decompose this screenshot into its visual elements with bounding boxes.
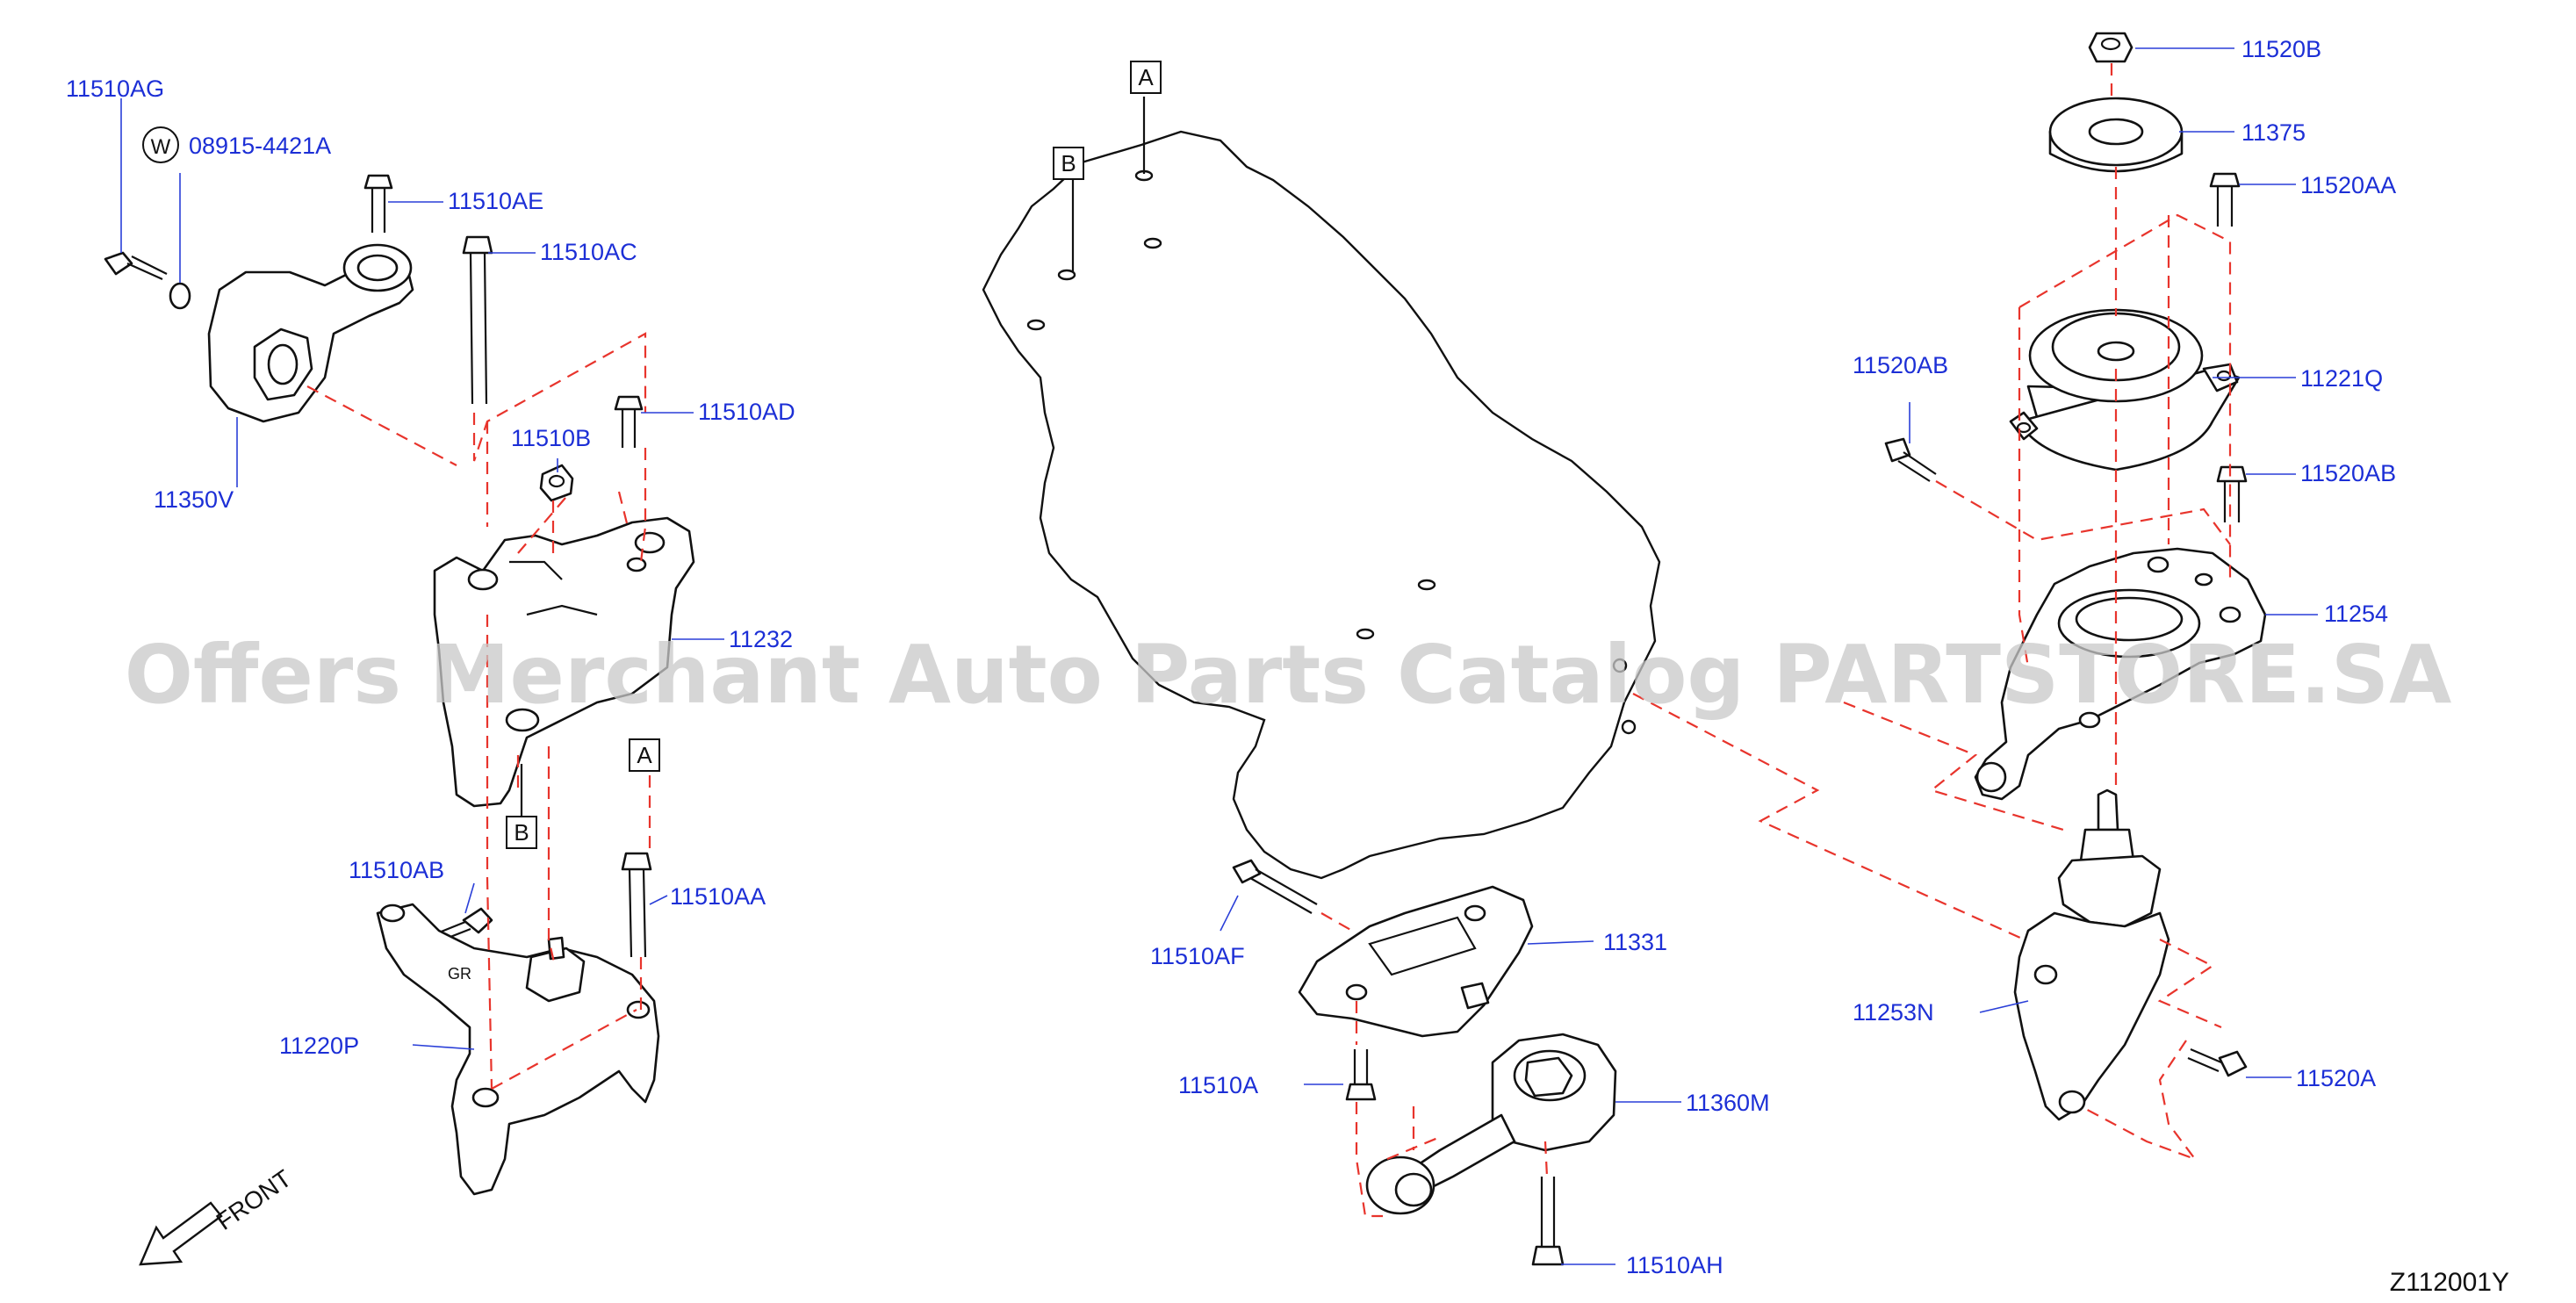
label-11253n: 11253N <box>1853 999 1934 1026</box>
left-leaders <box>120 98 724 1050</box>
ref-letter-b-top: B <box>1061 150 1076 176</box>
nut-11520b <box>2088 32 2133 63</box>
left-assembly-lines <box>306 332 651 1090</box>
svg-text:GR: GR <box>448 965 471 983</box>
watermark: Offers Merchant Auto Parts Catalog PARTS… <box>125 628 2452 722</box>
ref-box-b-top <box>1053 147 1084 180</box>
bolt-11510ad <box>614 395 644 448</box>
label-11221q: 11221Q <box>2300 365 2383 392</box>
ref-letter-b-left: B <box>514 819 529 846</box>
ref-letter-a-left: A <box>637 742 652 768</box>
label-11510aa: 11510AA <box>670 883 766 910</box>
label-11520b: 11520B <box>2241 36 2321 62</box>
washer-11375 <box>2048 97 2184 173</box>
label-11510ag: 11510AG <box>66 76 164 102</box>
washer-symbol: W <box>151 135 171 159</box>
label-11232: 11232 <box>729 626 793 652</box>
label-11510b: 11510B <box>511 425 591 451</box>
bracket-11254 <box>1974 547 2267 801</box>
bolt-11520ab-right <box>2216 465 2248 522</box>
mount-11220p: GR <box>376 903 660 1196</box>
diagram-code: Z112001Y <box>2390 1268 2509 1297</box>
bolt-11520a <box>2187 1047 2248 1077</box>
bolt-11510ag <box>104 251 168 281</box>
label-11520a: 11520A <box>2296 1065 2376 1091</box>
mount-11253n <box>2013 788 2170 1121</box>
label-11520aa: 11520AA <box>2300 172 2396 198</box>
bracket-11232 <box>433 516 695 808</box>
middle-assembly-lines <box>1320 693 2064 1218</box>
bolt-11520aa <box>2209 172 2241 227</box>
label-11510ah: 11510AH <box>1626 1252 1723 1278</box>
label-11510af: 11510AF <box>1150 943 1245 969</box>
label-11254: 11254 <box>2324 601 2388 627</box>
label-11510ab: 11510AB <box>349 857 444 883</box>
label-11520ab-right: 11520AB <box>2300 460 2396 486</box>
label-11520ab-left: 11520AB <box>1853 352 1948 378</box>
ref-box-a-left <box>629 738 660 772</box>
engine-bolt-holes <box>1026 169 1637 735</box>
mount-11221q <box>2009 308 2241 472</box>
bolt-11510ae <box>363 174 393 233</box>
ref-box-a-top <box>1130 61 1162 94</box>
label-11510ac: 11510AC <box>540 239 637 265</box>
label-11510ad: 11510AD <box>698 399 795 425</box>
right-leaders <box>1909 47 2318 1078</box>
bolt-11520ab-left <box>1884 437 1937 482</box>
middle-leaders <box>1220 895 1681 1265</box>
front-label: FRONT <box>212 1164 297 1235</box>
label-11360m: 11360M <box>1686 1090 1770 1116</box>
engine-leaders <box>1071 97 1146 272</box>
bracket-11331 <box>1298 885 1534 1038</box>
label-11220p: 11220P <box>279 1033 359 1059</box>
right-assembly-lines <box>1843 63 2232 1162</box>
bolt-11510ah <box>1531 1177 1565 1266</box>
bolt-11510a <box>1345 1049 1377 1101</box>
label-11375: 11375 <box>2241 119 2306 146</box>
bolt-11510aa <box>621 852 652 958</box>
label-11331: 11331 <box>1603 929 1667 955</box>
washer-08915 <box>169 282 191 310</box>
label-08915-4421a: 08915-4421A <box>189 133 331 159</box>
nut-11510b <box>539 464 574 502</box>
label-11510ae: 11510AE <box>448 188 543 214</box>
washer-symbol-circle <box>142 126 179 163</box>
front-arrow-icon <box>139 1201 223 1266</box>
transmission-outline <box>982 130 1661 880</box>
ref-letter-a-top: A <box>1138 64 1154 90</box>
label-11510a: 11510A <box>1178 1072 1258 1098</box>
label-11350v: 11350V <box>154 486 234 513</box>
torque-rod-11360m <box>1365 1033 1617 1215</box>
bolt-11510ac <box>462 235 493 405</box>
bolt-11510af <box>1232 859 1318 914</box>
mount-11350v <box>207 243 414 423</box>
